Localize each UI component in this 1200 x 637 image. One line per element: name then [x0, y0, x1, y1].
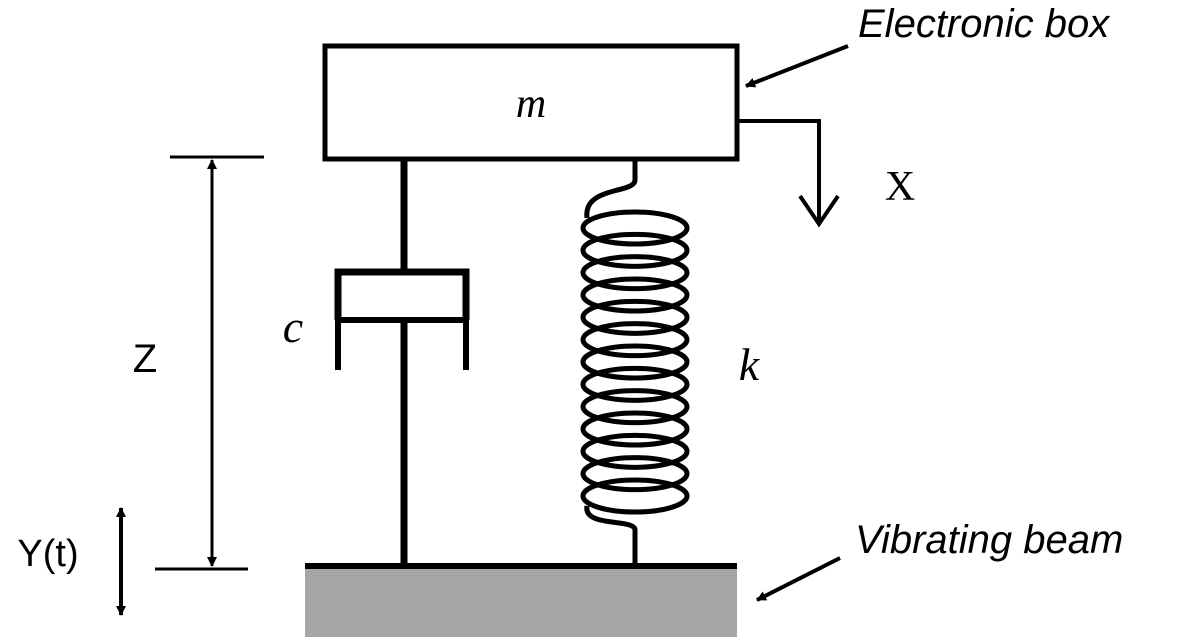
x-label: X — [885, 164, 915, 210]
mass-box — [322, 43, 740, 162]
electronic-box-pointer — [745, 44, 849, 88]
damper-piston — [334, 268, 470, 320]
mass-label: m — [516, 81, 546, 127]
vibrating-beam-label: Vibrating beam — [855, 518, 1123, 562]
x-displacement-arrow — [737, 119, 821, 222]
z-label: Z — [133, 337, 157, 381]
electronic-box-label: Electronic box — [858, 2, 1111, 46]
spring-coil — [580, 179, 690, 532]
vibrating-beam-base — [305, 567, 737, 637]
vibrating-beam-pointer — [756, 556, 841, 602]
spring-label: k — [739, 339, 761, 390]
y-label: Y(t) — [17, 533, 78, 575]
damper-label: c — [283, 301, 303, 352]
x-arrowhead — [798, 194, 840, 228]
